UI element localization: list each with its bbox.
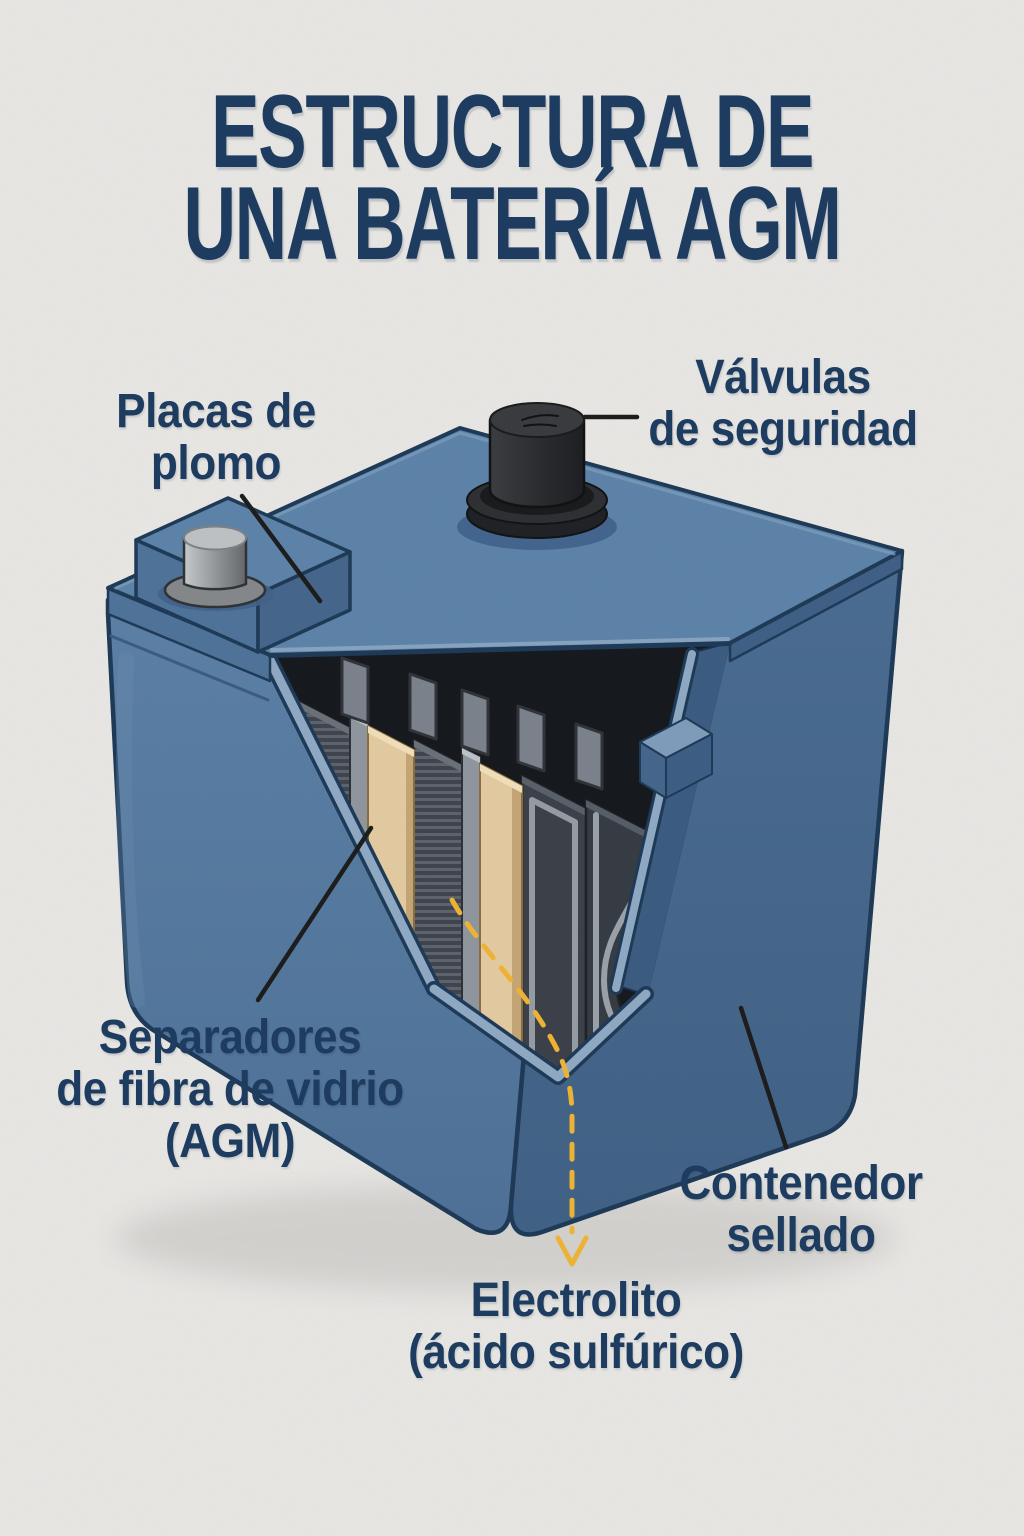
label-lead-plates: Placas de plomo <box>116 385 316 490</box>
label-electrolyte: Electrolito (ácido sulfúrico) <box>408 1274 744 1379</box>
label-sealed-container: Contenedor sellado <box>679 1157 923 1262</box>
page-title: ESTRUCTURA DE UNA BATERÍA AGM <box>0 80 1024 276</box>
label-safety-valves: Válvulas de seguridad <box>648 351 918 456</box>
page-title-line2: BATERÍA AGM <box>353 166 842 282</box>
page-title-line1: ESTRUCTURA DE UNA <box>183 74 814 282</box>
label-agm-separators: Separadores de fibra de vidrio (AGM) <box>56 1011 404 1168</box>
